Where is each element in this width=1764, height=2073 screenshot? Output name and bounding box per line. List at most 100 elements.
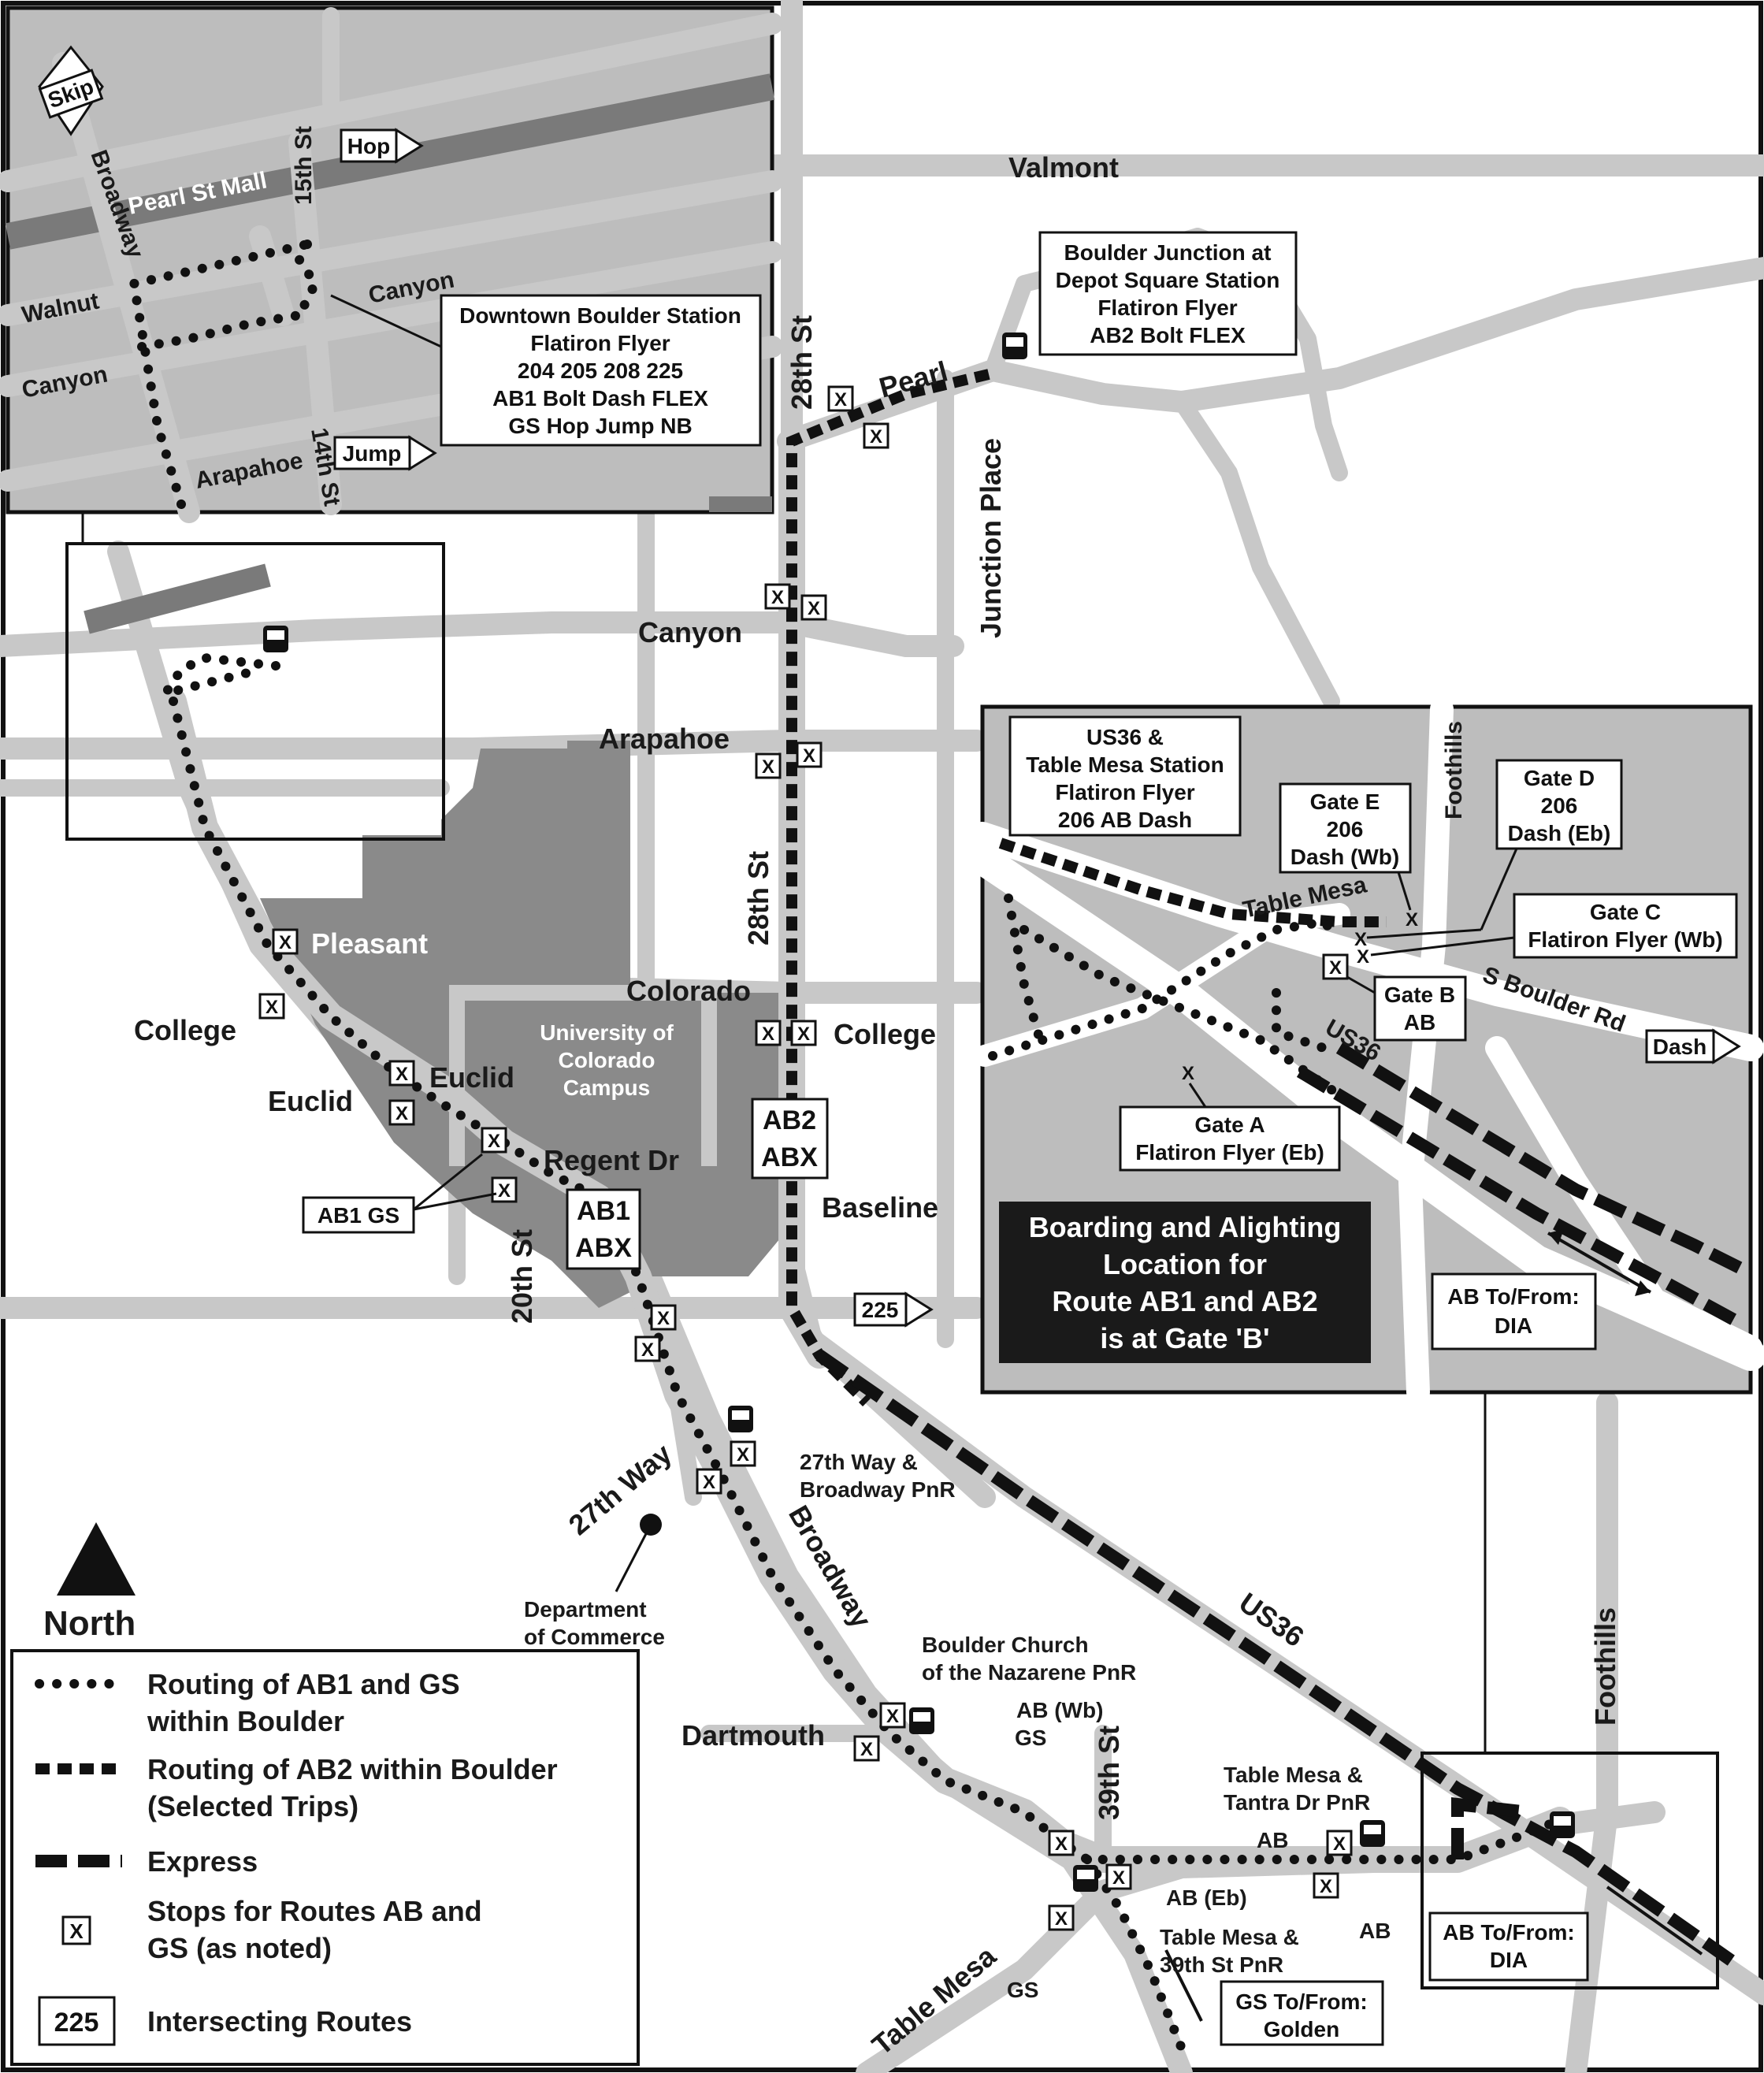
label-college-west: College <box>134 1014 236 1046</box>
bus-stop-marker <box>1048 1904 1075 1931</box>
tm-dia-1: AB To/From: <box>1447 1284 1579 1309</box>
tm-st-2: Table Mesa Station <box>1026 752 1224 777</box>
bus-stop-marker <box>796 741 823 768</box>
bus-stop-marker <box>1313 1872 1339 1899</box>
golden-1: GS To/From: <box>1235 1989 1367 2014</box>
legend-3: Express <box>147 1845 258 1878</box>
legend-shield: 225 <box>54 2008 99 2038</box>
pnr-commerce-2: of Commerce <box>524 1625 665 1649</box>
bus-stop-x: X <box>834 389 847 411</box>
bj-line-3: Flatiron Flyer <box>1097 295 1237 320</box>
tm-st-1: US36 & <box>1086 725 1164 749</box>
bus-stop-marker <box>827 385 854 412</box>
bus-stop-marker <box>1105 1863 1132 1890</box>
inset-jump: Jump <box>343 441 402 466</box>
label-euclid-west: Euclid <box>268 1085 353 1117</box>
bus-stop-marker <box>879 1702 906 1729</box>
pnr-27th-2: Broadway PnR <box>800 1477 956 1502</box>
bus-stop-marker <box>634 1336 661 1362</box>
tm-gate-b-1: Gate B <box>1384 983 1455 1007</box>
downtown-locator-box <box>65 542 445 841</box>
shield-ab1: AB1 <box>577 1196 630 1226</box>
bus-stop-x: X <box>737 1444 749 1466</box>
bus-stop-x: X <box>762 1023 774 1045</box>
tm-gate-b-2: AB <box>1404 1010 1435 1035</box>
bj-line-4: AB2 Bolt FLEX <box>1090 323 1246 347</box>
label-28th-top: 28th St <box>785 315 818 410</box>
bus-stop-marker <box>272 928 299 955</box>
tm-foothills: Foothills <box>1441 721 1467 819</box>
bus-stop-x: X <box>396 1103 408 1124</box>
campus-inner-road <box>449 985 717 1166</box>
shield-abx-2: ABX <box>575 1233 632 1263</box>
inset-15th: 15th St <box>291 126 317 205</box>
dbs-line-3: 204 205 208 225 <box>518 359 683 383</box>
pnr-gs-bottom: GS <box>1007 1978 1038 2002</box>
bus-stop-marker <box>258 993 285 1020</box>
campus-label-3: Campus <box>563 1076 650 1100</box>
tm-dash: Dash <box>1653 1035 1706 1059</box>
dbs-line-1: Downtown Boulder Station <box>459 303 741 328</box>
dbs-line-5: GS Hop Jump NB <box>508 414 692 438</box>
label-regent: Regent Dr <box>544 1144 679 1176</box>
label-dartmouth: Dartmouth <box>681 1719 825 1752</box>
tm-gate-a-x: X <box>1182 1063 1194 1084</box>
bus-stop-x: X <box>803 745 815 767</box>
tm-gate-e-1: Gate E <box>1310 789 1380 814</box>
legend: Routing of AB1 and GS within Boulder Rou… <box>10 1649 640 2066</box>
route-shields: AB2 ABX AB1 ABX 225 AB1 GS <box>302 1098 934 1328</box>
label-28th-mid: 28th St <box>742 851 774 945</box>
campus-label-2: Colorado <box>559 1048 655 1072</box>
bus-stop-marker <box>481 1127 507 1154</box>
tm-gate-c-2: Flatiron Flyer (Wb) <box>1528 927 1722 952</box>
bus-stop-marker <box>863 422 889 449</box>
tm-gate-d-1: Gate D <box>1524 766 1595 790</box>
legend-4a: Stops for Routes AB and <box>147 1895 482 1927</box>
label-valmont: Valmont <box>1008 151 1119 184</box>
legend-4b: GS (as noted) <box>147 1932 332 1964</box>
pnr-ab-right: AB <box>1359 1919 1391 1943</box>
label-pleasant: Pleasant <box>311 927 428 960</box>
bus-stop-x: X <box>641 1339 654 1361</box>
pnr-39th-2: 39th St PnR <box>1160 1952 1283 1977</box>
ab1-gs-route-upper <box>154 652 1565 1864</box>
bus-stop-x: X <box>498 1180 511 1202</box>
bus-stop-x: X <box>488 1131 500 1152</box>
bus-window <box>267 630 284 640</box>
label-junction-place: Junction Place <box>975 438 1007 638</box>
pnr-naz-2: of the Nazarene PnR <box>922 1660 1136 1685</box>
tm-st-3: Flatiron Flyer <box>1055 780 1194 804</box>
tm-gate-a-1: Gate A <box>1194 1113 1265 1137</box>
tm-notice-4: is at Gate 'B' <box>1100 1322 1269 1354</box>
shield-ab1-gs: AB1 GS <box>318 1203 399 1228</box>
express-route <box>815 1350 1737 1967</box>
tm-notice-2: Location for <box>1103 1248 1267 1280</box>
bus-window <box>1077 1870 1094 1879</box>
bus-stop-marker <box>853 1735 880 1762</box>
shield-ab2: AB2 <box>763 1105 816 1135</box>
bus-stop-x: X <box>279 932 292 953</box>
svg-text:X: X <box>69 1919 84 1943</box>
legend-1b: within Boulder <box>147 1705 344 1737</box>
bus-stop-marker <box>790 1020 817 1046</box>
tm-gate-a-2: Flatiron Flyer (Eb) <box>1135 1140 1324 1165</box>
label-baseline: Baseline <box>822 1191 938 1224</box>
bus-window <box>732 1410 749 1420</box>
campus-label-1: University of <box>540 1020 674 1045</box>
pnr-ab-left: AB <box>1257 1828 1288 1852</box>
pnr-39th-1: Table Mesa & <box>1160 1925 1299 1949</box>
bus-stop-x: X <box>1333 1833 1346 1855</box>
north-label: North <box>43 1604 136 1643</box>
bus-stop-marker <box>755 1020 782 1046</box>
shield-225: 225 <box>862 1298 899 1322</box>
svg-text:X: X <box>1329 957 1342 979</box>
pnr-tantra-2: Tantra Dr PnR <box>1224 1790 1370 1815</box>
label-college-east: College <box>834 1018 936 1050</box>
bus-stop-x: X <box>886 1706 899 1727</box>
bus-stop-x: X <box>1112 1867 1125 1889</box>
bus-stop-x: X <box>1055 1908 1068 1930</box>
label-39th-st: 39th St <box>1093 1726 1125 1820</box>
bus-stop-x: X <box>797 1023 810 1045</box>
bus-stop-x: X <box>1055 1833 1068 1855</box>
pnr-tantra-1: Table Mesa & <box>1224 1763 1363 1787</box>
